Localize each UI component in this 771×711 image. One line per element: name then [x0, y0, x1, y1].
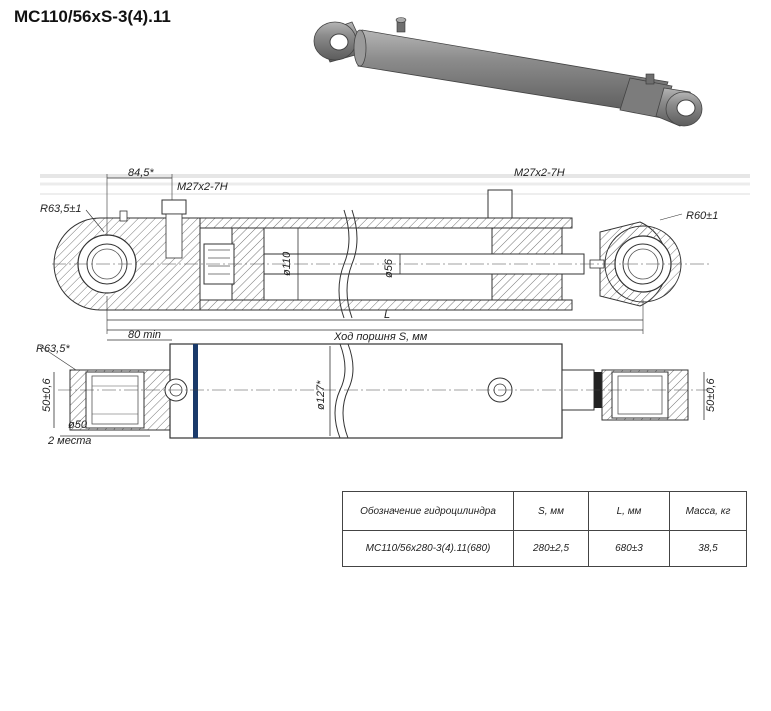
header-stroke: S, мм: [513, 491, 589, 531]
cell-mass: 38,5: [669, 530, 747, 567]
cylinder-3d-illustration: [313, 17, 703, 127]
dim-84-5: 84,5*: [128, 167, 154, 179]
spec-table: Обозначение гидроцилиндра S, мм L, мм Ма…: [342, 491, 747, 567]
radius-left: R63,5±1: [40, 203, 82, 215]
dim-bore: ø110: [281, 251, 293, 276]
header-designation: Обозначение гидроцилиндра: [342, 491, 514, 531]
cell-designation: МС110/56x280-3(4).11(680): [342, 530, 514, 567]
dim-places: 2 места: [47, 435, 91, 447]
table-header-row: Обозначение гидроцилиндра S, мм L, мм Ма…: [342, 491, 747, 531]
cell-stroke: 280±2,5: [513, 530, 589, 567]
dim-width-left: 50±0,6: [41, 378, 53, 412]
table-row: МС110/56x280-3(4).11(680) 280±2,5 680±3 …: [342, 530, 747, 567]
dim-rod: ø56: [383, 258, 395, 278]
thread-left: M27x2-7H: [177, 181, 228, 193]
dim-outer: ø127*: [315, 380, 327, 410]
radius-right: R60±1: [686, 210, 718, 222]
dim-length: L: [384, 309, 390, 321]
drawing-title: MC110/56xS-3(4).11: [14, 7, 171, 26]
dim-pin: ø50: [68, 419, 88, 431]
dim-width-right: 50±0,6: [705, 378, 717, 412]
side-view: [39, 339, 712, 439]
dim-80-min: 80 min: [128, 329, 161, 341]
radius-side: R63,5*: [36, 343, 70, 355]
thread-right: M27x2-7H: [514, 167, 565, 179]
header-mass: Масса, кг: [669, 491, 747, 531]
header-length: L, мм: [588, 491, 670, 531]
cell-length: 680±3: [588, 530, 670, 567]
section-view: [40, 174, 750, 334]
dim-stroke: Ход поршня S, мм: [333, 331, 428, 343]
